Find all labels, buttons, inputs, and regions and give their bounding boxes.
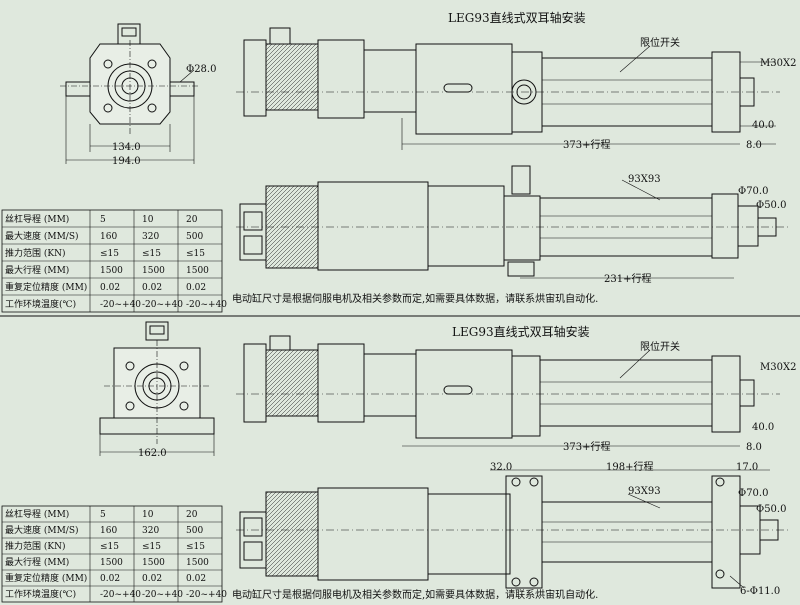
front-view-1 (60, 23, 200, 164)
table-row-label: 重复定位精度 (MM) (5, 281, 87, 293)
table-cell: 0.02 (142, 283, 162, 293)
table-cell: -20~+40 (186, 300, 227, 310)
table-cell: 320 (142, 232, 159, 242)
table-row-label: 丝杠导程 (MM) (5, 213, 69, 225)
hole-label: 6-Φ11.0 (740, 586, 780, 597)
table-cell: 1500 (142, 558, 165, 568)
dim-8-label: 8.0 (746, 140, 762, 151)
spec-table-2 (1, 505, 223, 603)
limit-switch-label-2: 限位开关 (640, 340, 680, 353)
dim-17-label: 17.0 (736, 462, 758, 473)
front-view-2 (99, 321, 215, 456)
table-cell: 20 (186, 215, 198, 225)
table-row-label: 重复定位精度 (MM) (5, 572, 87, 584)
table-cell: 20 (186, 510, 198, 520)
table-cell: 1500 (186, 266, 209, 276)
section-1-note: 电动缸尺寸是根据伺服电机及相关参数而定,如需要具体数据，请联系烘宙玑自动化. (232, 292, 598, 305)
table-cell: -20~+40 (186, 590, 227, 600)
table-cell: 500 (186, 232, 203, 242)
profile-label: 93X93 (628, 174, 661, 185)
section-2: 162.0 LEG93直线式双耳轴安装 限位开关 M30X2 40.0 8.0 … (1, 321, 796, 603)
dim-40-label: 40.0 (752, 120, 774, 131)
limit-switch-label: 限位开关 (640, 36, 680, 49)
side-view-1a (236, 27, 780, 150)
dim-194-label: 194.0 (112, 156, 141, 167)
table-cell: -20~+40 (100, 590, 141, 600)
stroke-dim-label: 373+行程 (563, 138, 610, 151)
table-row-label: 工作环境温度(℃) (5, 298, 76, 310)
dim-32-label: 32.0 (490, 462, 512, 473)
table-cell: ≤15 (100, 249, 119, 259)
table-row-label: 丝杠导程 (MM) (5, 508, 69, 520)
table-cell: ≤15 (186, 249, 205, 259)
dim-162-label: 162.0 (138, 448, 167, 459)
section-2-note: 电动缸尺寸是根据伺服电机及相关参数而定,如需要具体数据，请联系烘宙玑自动化. (232, 588, 598, 601)
table-cell: 160 (100, 232, 117, 242)
table-cell: ≤15 (142, 249, 161, 259)
stroke-dim-4-label: 198+行程 (606, 460, 653, 473)
dim-8-label-2: 8.0 (746, 442, 762, 453)
section-1: 134.0 194.0 Φ28.0 LEG93直线式双耳轴安装 (1, 10, 796, 313)
table-row-label: 推力范围 (KN) (5, 247, 65, 259)
dim-50-label-2: Φ50.0 (756, 504, 786, 515)
table-cell: 160 (100, 526, 117, 536)
table-cell: ≤15 (142, 542, 161, 552)
table-cell: 1500 (100, 266, 123, 276)
table-cell: 0.02 (142, 574, 162, 584)
table-cell: -20~+40 (142, 590, 183, 600)
stroke-dim-2-label: 231+行程 (604, 272, 651, 285)
table-row-label: 推力范围 (KN) (5, 540, 65, 552)
table-cell: ≤15 (100, 542, 119, 552)
thread-label-2: M30X2 (760, 362, 796, 373)
table-cell: 1500 (142, 266, 165, 276)
dim-134-label: 134.0 (112, 142, 141, 153)
table-cell: 500 (186, 526, 203, 536)
spec-table-1 (1, 209, 223, 313)
table-cell: 0.02 (100, 283, 120, 293)
table-cell: 10 (142, 510, 154, 520)
table-cell: 10 (142, 215, 154, 225)
table-cell: 1500 (186, 558, 209, 568)
table-row-label: 最大速度 (MM/S) (5, 524, 79, 536)
stroke-dim-3-label: 373+行程 (563, 440, 610, 453)
table-row-label: 最大行程 (MM) (5, 264, 69, 276)
table-cell: 0.02 (100, 574, 120, 584)
table-cell: ≤15 (186, 542, 205, 552)
dim-50-label: Φ50.0 (756, 200, 786, 211)
table-cell: 1500 (100, 558, 123, 568)
table-cell: -20~+40 (100, 300, 141, 310)
table-cell: 5 (100, 510, 106, 520)
section-1-title: LEG93直线式双耳轴安装 (448, 10, 586, 25)
table-row-label: 最大行程 (MM) (5, 556, 69, 568)
table-cell: 0.02 (186, 283, 206, 293)
table-cell: -20~+40 (142, 300, 183, 310)
dim-diameter-label: Φ28.0 (186, 64, 216, 75)
table-cell: 0.02 (186, 574, 206, 584)
side-view-2b (236, 469, 790, 589)
table-row-label: 最大速度 (MM/S) (5, 230, 79, 242)
side-view-2a (236, 335, 780, 447)
profile-label-2: 93X93 (628, 486, 661, 497)
dim-70-label: Φ70.0 (738, 186, 768, 197)
thread-label: M30X2 (760, 58, 796, 69)
dim-70-label-2: Φ70.0 (738, 488, 768, 499)
dim-40-label-2: 40.0 (752, 422, 774, 433)
table-cell: 5 (100, 215, 106, 225)
table-cell: 320 (142, 526, 159, 536)
side-view-1b (236, 165, 790, 279)
table-row-label: 工作环境温度(℃) (5, 588, 76, 600)
section-2-title: LEG93直线式双耳轴安装 (452, 324, 590, 339)
